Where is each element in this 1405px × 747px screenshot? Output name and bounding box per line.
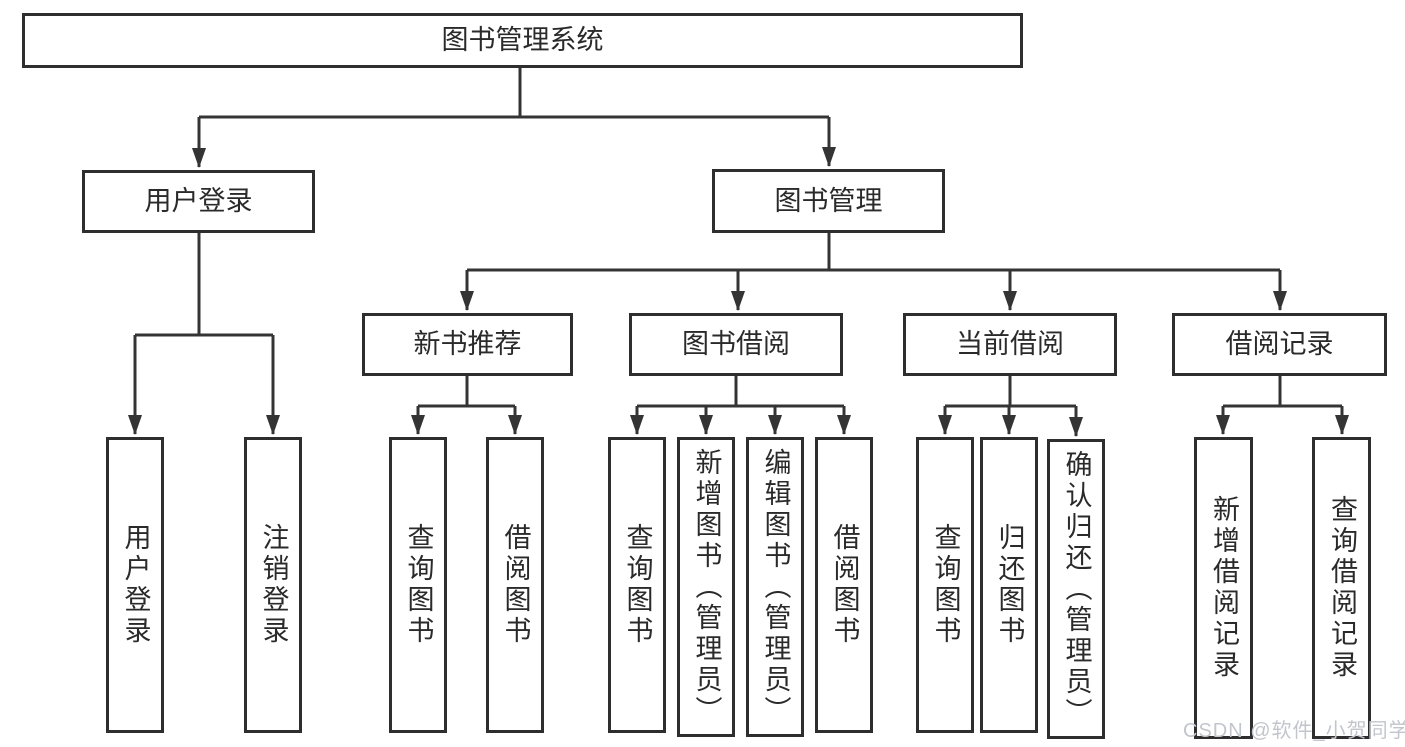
- leaf-logout-label: 注销登录: [258, 523, 289, 647]
- leaf-cb-return-books: 归还图书: [980, 437, 1038, 733]
- leaf-cb-confirm-return-admin-label: 确认归还（管理员）: [1061, 449, 1092, 729]
- connector-book-management-trunk: [467, 233, 1280, 272]
- leaf-bb-query-books-label: 查询图书: [622, 523, 653, 647]
- leaf-bb-borrow-books: 借阅图书: [815, 437, 873, 733]
- connector-root-trunk: [199, 68, 829, 119]
- leaf-br-add-record-label: 新增借阅记录: [1209, 495, 1239, 681]
- node-current-borrow: 当前借阅: [903, 313, 1117, 376]
- leaf-nb-borrow-books: 借阅图书: [486, 437, 544, 733]
- leaf-nb-query-books: 查询图书: [389, 437, 447, 733]
- leaf-bb-add-books-admin: 新增图书（管理员）: [677, 437, 735, 737]
- node-new-book-recommend: 新书推荐: [362, 313, 573, 376]
- leaf-cb-query-books: 查询图书: [916, 437, 974, 733]
- leaf-bb-add-books-admin-label: 新增图书（管理员）: [691, 447, 722, 727]
- watermark: CSDN @软件_小贺同学: [1183, 720, 1405, 742]
- leaf-nb-query-books-label: 查询图书: [403, 523, 434, 647]
- node-borrow-records: 借阅记录: [1172, 313, 1387, 376]
- node-user-login: 用户登录: [82, 170, 315, 233]
- leaf-user-login: 用户登录: [106, 437, 164, 733]
- leaf-bb-borrow-books-label: 借阅图书: [829, 523, 860, 647]
- connector-user-login-trunk: [135, 233, 273, 337]
- leaf-user-login-label: 用户登录: [120, 523, 151, 647]
- node-book-management: 图书管理: [712, 169, 945, 233]
- leaf-bb-edit-books-admin: 编辑图书（管理员）: [746, 437, 804, 737]
- connector-current-borrow-trunk: [945, 376, 1076, 408]
- node-book-borrow: 图书借阅: [629, 313, 843, 376]
- leaf-bb-query-books: 查询图书: [608, 437, 666, 733]
- connector-new-book-trunk: [418, 376, 515, 408]
- leaf-cb-query-books-label: 查询图书: [930, 523, 961, 647]
- leaf-br-add-record: 新增借阅记录: [1194, 437, 1253, 739]
- leaf-br-query-record: 查询借阅记录: [1312, 437, 1371, 739]
- leaf-cb-confirm-return-admin: 确认归还（管理员）: [1047, 439, 1105, 739]
- leaf-nb-borrow-books-label: 借阅图书: [500, 523, 531, 647]
- leaf-cb-return-books-label: 归还图书: [994, 523, 1025, 647]
- connector-borrow-records-trunk: [1223, 376, 1342, 408]
- leaf-bb-edit-books-admin-label: 编辑图书（管理员）: [760, 447, 791, 727]
- leaf-br-query-record-label: 查询借阅记录: [1327, 495, 1357, 681]
- node-root-system: 图书管理系统: [22, 13, 1023, 68]
- connector-book-borrow-trunk: [637, 376, 844, 408]
- leaf-logout: 注销登录: [244, 437, 302, 733]
